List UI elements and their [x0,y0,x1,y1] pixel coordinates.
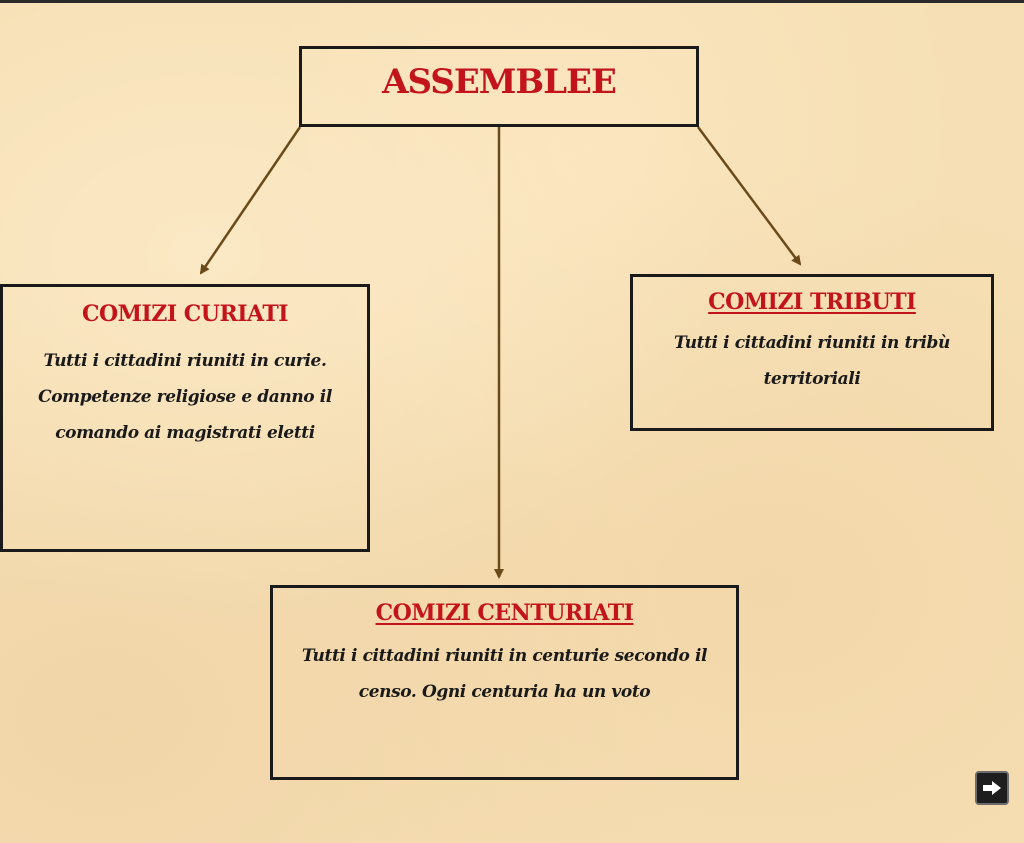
centuriati-title: COMIZI CENTURIATI [375,600,634,626]
centuriati-line: censo. Ogni centuria ha un voto [358,682,651,702]
curiati-line: Tutti i cittadini riuniti in curie. [43,351,327,371]
tributi-title: COMIZI TRIBUTI [708,289,916,315]
node-comizi-curiati: COMIZI CURIATI Tutti i cittadini riuniti… [0,284,370,552]
tributi-line: territoriali [763,369,861,389]
root-title: ASSEMBLEE [382,61,617,102]
top-border [0,0,1024,3]
next-slide-button[interactable] [975,771,1009,805]
curiati-title: COMIZI CURIATI [81,301,289,327]
node-comizi-centuriati: COMIZI CENTURIATI Tutti i cittadini riun… [270,585,739,780]
root-box-assemblee: ASSEMBLEE [299,46,699,127]
centuriati-line: Tutti i cittadini riuniti in centurie se… [301,646,708,666]
arrow-to-curiati [199,126,302,275]
arrow-to-tributi [696,126,802,266]
arrow-right-icon [983,781,1001,795]
node-comizi-tributi: COMIZI TRIBUTI Tutti i cittadini riuniti… [630,274,994,431]
curiati-line: Competenze religiose e danno il [38,387,332,407]
curiati-line: comando ai magistrati eletti [55,423,315,443]
tributi-line: Tutti i cittadini riuniti in tribù [674,333,950,353]
